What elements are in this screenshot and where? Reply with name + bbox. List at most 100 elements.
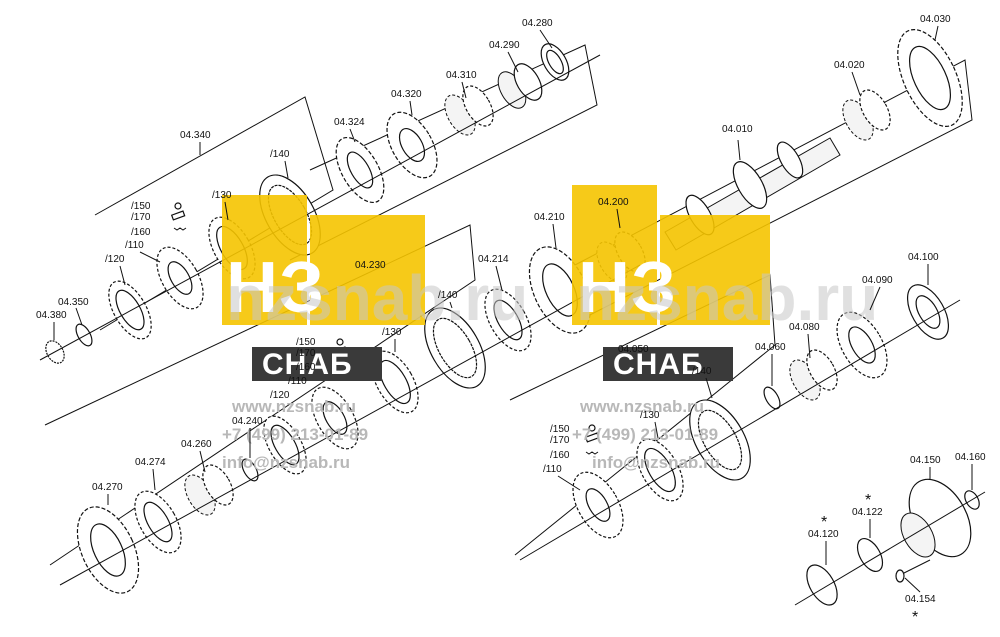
watermark-phone-left: +7 (499) 213-01-89 xyxy=(222,425,368,444)
label-04340: 04.340 xyxy=(180,130,211,141)
part-04230-110 xyxy=(311,386,359,450)
part-04060 xyxy=(763,386,781,410)
part-04280 xyxy=(540,43,570,81)
label-04010: 04.010 xyxy=(722,124,753,135)
label-b-150: /150 xyxy=(296,337,316,348)
part-04150 xyxy=(900,478,972,558)
part-04230-140 xyxy=(424,307,486,389)
label-04050: 04.050 xyxy=(618,344,649,355)
label-04150: 04.150 xyxy=(910,455,941,466)
part-04350 xyxy=(75,323,93,347)
part-04270 xyxy=(76,506,140,594)
svg-text:СНАБ: СНАБ xyxy=(613,348,704,381)
label-04240: 04.240 xyxy=(232,416,263,427)
label-04350: 04.350 xyxy=(58,297,89,308)
part-04050-130 xyxy=(636,438,684,502)
label-a-120: /120 xyxy=(105,254,125,265)
part-04260 xyxy=(184,464,234,516)
part-04274 xyxy=(134,490,182,554)
label-04280: 04.280 xyxy=(522,18,553,29)
part-04310 xyxy=(444,85,494,136)
label-c-160: /160 xyxy=(550,450,570,461)
frame-04340 xyxy=(94,96,334,331)
label-b-130: /130 xyxy=(382,327,402,338)
label-04214: 04.214 xyxy=(478,254,509,265)
label-04230: 04.230 xyxy=(355,260,386,271)
part-04340-110 xyxy=(156,246,204,310)
watermark-phone-right: +7 (499) 213-01-89 xyxy=(572,425,718,444)
label-04122: 04.122 xyxy=(852,507,883,518)
detent-parts-a xyxy=(170,202,187,231)
label-04260: 04.260 xyxy=(181,439,212,450)
label-04060: 04.060 xyxy=(755,342,786,353)
label-04290: 04.290 xyxy=(489,40,520,51)
label-04030: 04.030 xyxy=(920,14,951,25)
asterisk-04120: * xyxy=(821,514,827,531)
label-a-110: /110 xyxy=(125,240,144,251)
watermark-url-left: www.nzsnab.ru xyxy=(231,397,356,416)
label-04310: 04.310 xyxy=(446,70,477,81)
label-b-120: /120 xyxy=(270,390,290,401)
label-04270: 04.270 xyxy=(92,482,123,493)
watermark-site-left: nzsnab.ru xyxy=(226,262,528,334)
part-04050-110 xyxy=(572,471,624,539)
part-04020 xyxy=(842,89,891,141)
svg-text:НЗ: НЗ xyxy=(226,248,325,328)
label-a-150: /150 xyxy=(131,201,151,212)
label-c-110: /110 xyxy=(543,464,562,475)
part-04340-120 xyxy=(108,280,152,340)
label-a-160: /160 xyxy=(131,227,151,238)
svg-text:СНАБ: СНАБ xyxy=(262,348,353,381)
label-b-140: /140 xyxy=(438,290,458,301)
label-c-170: /170 xyxy=(550,435,570,446)
watermark-url-right: www.nzsnab.ru xyxy=(579,397,704,416)
part-04120 xyxy=(806,564,838,606)
label-04090: 04.090 xyxy=(862,275,893,286)
asterisk-04154: * xyxy=(912,609,918,626)
label-c-150: /150 xyxy=(550,424,570,435)
label-04324: 04.324 xyxy=(334,117,365,128)
part-04100 xyxy=(906,284,950,340)
part-04154 xyxy=(895,559,931,583)
part-04240 xyxy=(241,458,259,482)
label-04380: 04.380 xyxy=(36,310,67,321)
label-04100: 04.100 xyxy=(908,252,939,263)
label-b-170: /170 xyxy=(296,348,316,359)
part-04050-140 xyxy=(689,399,751,481)
part-04214 xyxy=(484,288,532,352)
part-04230-120 xyxy=(263,415,307,475)
part-04290 xyxy=(497,63,543,109)
watermark-logo-right: НЗ СНАБ xyxy=(572,185,770,381)
label-a-130: /130 xyxy=(212,190,232,201)
asterisk-04122: * xyxy=(865,492,871,509)
svg-text:НЗ: НЗ xyxy=(578,248,677,328)
label-04200: 04.200 xyxy=(598,197,629,208)
label-a-170: /170 xyxy=(131,212,151,223)
part-04080 xyxy=(789,349,838,401)
watermark-email-left: info@nzsnab.ru xyxy=(222,453,350,472)
label-04080: 04.080 xyxy=(789,322,820,333)
label-04120: 04.120 xyxy=(808,529,839,540)
part-04030 xyxy=(897,29,963,127)
detent-parts-c xyxy=(584,424,600,455)
label-04274: 04.274 xyxy=(135,457,166,468)
label-c-140: /140 xyxy=(692,366,712,377)
label-c-130: /130 xyxy=(640,410,660,421)
part-04324 xyxy=(335,136,385,204)
label-04210: 04.210 xyxy=(534,212,565,223)
watermark-logo-left: НЗ СНАБ xyxy=(222,195,425,381)
watermark-email-right: info@nzsnab.ru xyxy=(592,453,720,472)
label-b-160: /160 xyxy=(296,362,316,373)
part-04122 xyxy=(856,538,884,572)
label-04320: 04.320 xyxy=(391,89,422,100)
label-04020: 04.020 xyxy=(834,60,865,71)
watermark-site-right: nzsnab.ru xyxy=(576,262,878,334)
label-04154: 04.154 xyxy=(905,594,936,605)
leader-lines xyxy=(53,25,973,593)
label-04160: 04.160 xyxy=(955,452,986,463)
frame-main-shaft xyxy=(574,59,973,321)
part-04090 xyxy=(836,311,888,379)
label-a-140: /140 xyxy=(270,149,290,160)
